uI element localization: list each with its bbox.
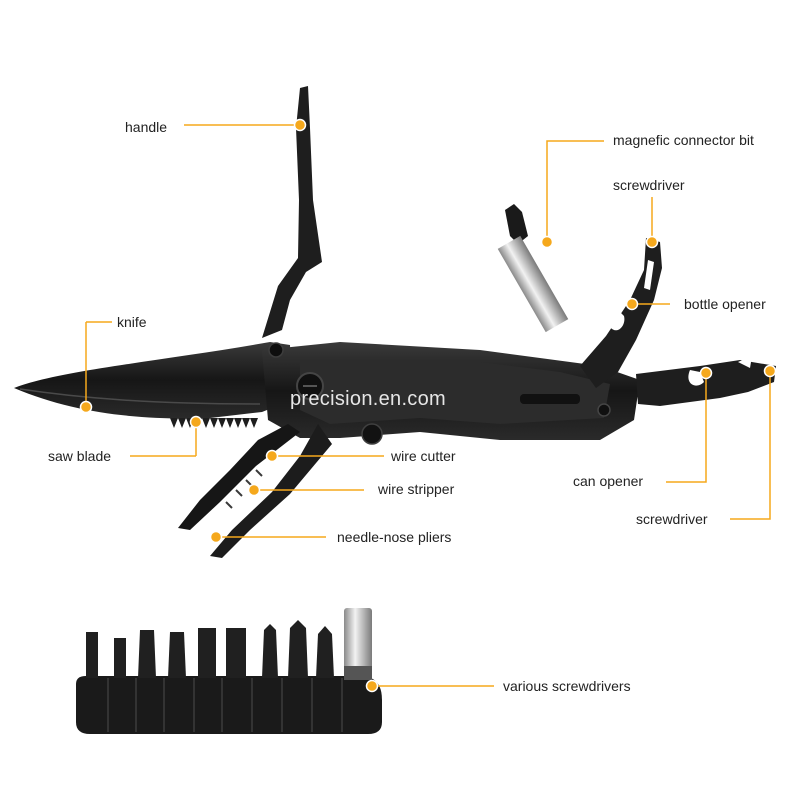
bit-adapter <box>344 608 372 680</box>
knife-edge-highlight <box>19 388 261 405</box>
bit-holder <box>76 676 382 734</box>
multitool <box>14 86 776 558</box>
bit-phillips-7 <box>262 624 278 678</box>
leader-screwdriver-bottom <box>730 371 771 520</box>
label-wire-cutter: wire cutter <box>391 448 456 464</box>
bit-hex-2 <box>114 638 126 678</box>
bit-flat-6 <box>226 628 246 678</box>
leader-magnetic-bit <box>546 140 604 242</box>
bit-set <box>76 608 382 734</box>
label-needle-nose-pliers: needle-nose pliers <box>337 529 452 545</box>
label-saw-blade: saw blade <box>48 448 112 464</box>
bit-torx-3 <box>138 630 156 678</box>
screwdriver-slot <box>644 260 654 290</box>
marker-can-opener <box>699 366 713 380</box>
bits <box>86 620 334 678</box>
rear-screw <box>597 403 611 417</box>
marker-various-screwdrivers <box>365 679 379 693</box>
knife-thumb-hole <box>268 342 284 358</box>
label-wire-stripper: wire stripper <box>378 481 455 497</box>
marker-knife <box>79 400 93 414</box>
bit-holder-ridges <box>107 678 343 732</box>
marker-saw-blade <box>189 415 203 429</box>
label-various-screwdrivers: various screwdrivers <box>503 678 631 694</box>
body-slot <box>520 394 580 404</box>
bottle-opener-notch <box>607 310 625 331</box>
marker-wire-cutter <box>265 449 279 463</box>
handle-arm <box>262 86 322 338</box>
marker-screwdriver-top <box>645 235 659 249</box>
bit-phillips-8 <box>288 620 308 678</box>
saw-teeth <box>170 418 258 428</box>
plier-pivot <box>361 423 383 445</box>
bit-phillips-9 <box>316 626 334 678</box>
plier-serration <box>225 469 263 509</box>
label-screwdriver-top: screwdriver <box>613 177 685 193</box>
marker-screwdriver-bottom <box>763 364 777 378</box>
label-can-opener: can opener <box>573 473 644 489</box>
bit-hex-1 <box>86 632 98 678</box>
marker-wire-stripper <box>247 483 261 497</box>
body-inlay <box>300 362 610 424</box>
label-bottle-opener: bottle opener <box>684 296 766 312</box>
label-handle: handle <box>125 119 168 135</box>
bit-flat-4 <box>168 632 186 678</box>
screwdriver-bit-tip <box>505 204 528 244</box>
callout-markers <box>79 118 777 693</box>
leader-lines <box>85 124 771 687</box>
marker-bottle-opener <box>625 297 639 311</box>
leader-can-opener <box>666 373 707 483</box>
label-knife: knife <box>117 314 147 330</box>
magnetic-connector-bit <box>497 235 569 333</box>
bottle-opener-arm <box>580 238 662 388</box>
marker-needle-nose <box>209 530 223 544</box>
marker-handle <box>293 118 307 132</box>
knife-blade <box>14 342 292 419</box>
label-magnetic-connector-bit: magnefic connector bit <box>613 132 754 148</box>
plier-jaw-upper <box>210 424 332 558</box>
label-screwdriver-bottom: screwdriver <box>636 511 708 527</box>
can-opener-tip <box>738 356 752 368</box>
marker-magnetic-bit <box>540 235 554 249</box>
bit-flat-5 <box>198 628 216 678</box>
watermark: precision.en.com <box>290 388 446 410</box>
bit-adapter-collar <box>344 666 372 680</box>
